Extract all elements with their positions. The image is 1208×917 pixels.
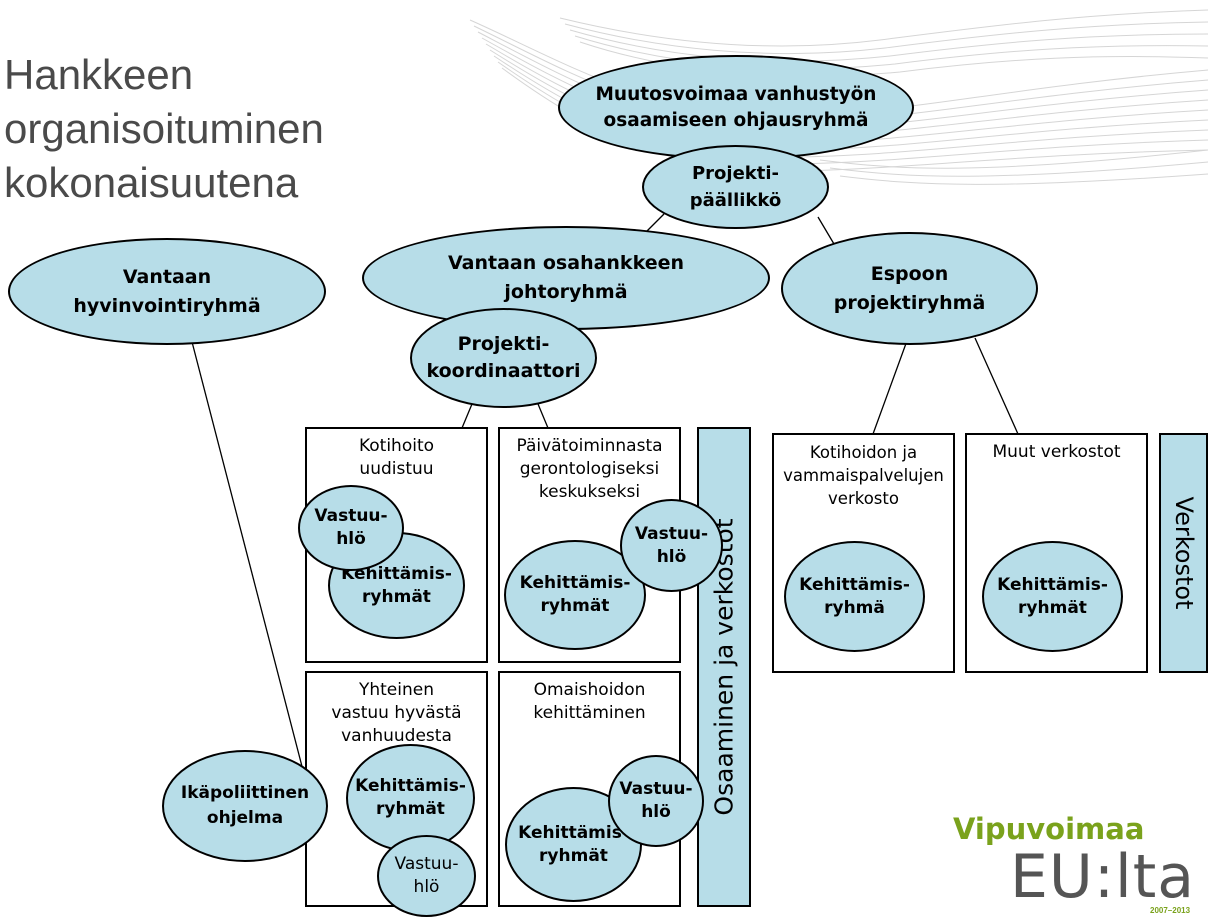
box-espoo-home-network-title: Kotihoidon ja vammaispalvelujen verkosto xyxy=(783,443,944,508)
connector-coordinator-box2 xyxy=(537,403,549,429)
connector-welfare-agepolicy xyxy=(190,337,306,779)
connector-espoo-box2 xyxy=(974,337,1019,435)
logo-vipuvoimaa: Vipuvoimaa xyxy=(953,812,1145,846)
node-project-coordinator: Projekti- koordinaattori xyxy=(410,308,597,408)
connector-coordinator-box1 xyxy=(461,403,473,429)
node-age-policy: Ikäpoliittinen ohjelma xyxy=(162,750,328,862)
title-line-1: Hankkeen xyxy=(4,51,194,98)
box-day-activity-title: Päivätoiminnasta gerontologiseksi keskuk… xyxy=(516,436,663,502)
band-networks-label: Verkostot xyxy=(1169,496,1198,610)
dev-groups-shared-responsibility: Kehittämis- ryhmät xyxy=(346,744,475,852)
title-line-3: kokonaisuutena xyxy=(4,159,299,206)
box-carer-development-title: Omaishoidon kehittäminen xyxy=(533,680,646,723)
node-espoo-team: Espoon projektiryhmä xyxy=(781,232,1038,345)
responsible-home-care: Vastuu- hlö xyxy=(298,485,404,571)
logo-years: 2007–2013 xyxy=(1150,906,1191,915)
box-other-networks-title: Muut verkostot xyxy=(992,442,1121,462)
responsible-carer-development: Vastuu- hlö xyxy=(608,755,704,847)
node-vantaa-board: Vantaan osahankkeen johtoryhmä xyxy=(362,226,770,330)
dev-groups-other-networks: Kehittämis- ryhmät xyxy=(982,541,1123,652)
node-vantaa-welfare: Vantaan hyvinvointiryhmä xyxy=(8,238,326,345)
title-line-2: organisoituminen xyxy=(4,105,324,152)
logo-eulta: EU:lta xyxy=(1010,842,1196,912)
connector-manager-vantaa xyxy=(645,213,665,233)
page-title: Hankkeen organisoituminen kokonaisuutena xyxy=(4,48,324,210)
box-home-care-title: Kotihoito uudistuu xyxy=(358,436,435,479)
responsible-shared-responsibility: Vastuu- hlö xyxy=(377,835,476,917)
band-networks: Verkostot xyxy=(1159,433,1208,673)
connector-espoo-box1 xyxy=(872,337,909,435)
band-competence-networks: Osaaminen ja verkostot xyxy=(697,427,751,907)
responsible-day-activity: Vastuu- hlö xyxy=(620,499,723,592)
dev-group-espoo-home-network: Kehittämis- ryhmä xyxy=(784,541,925,652)
node-project-manager: Projekti- päällikkö xyxy=(642,145,829,229)
node-steering-group: Muutosvoimaa vanhustyön osaamiseen ohjau… xyxy=(558,55,914,160)
connector-manager-espoo xyxy=(817,216,835,245)
box-shared-responsibility-title: Yhteinen vastuu hyvästä vanhuudesta xyxy=(331,680,462,746)
